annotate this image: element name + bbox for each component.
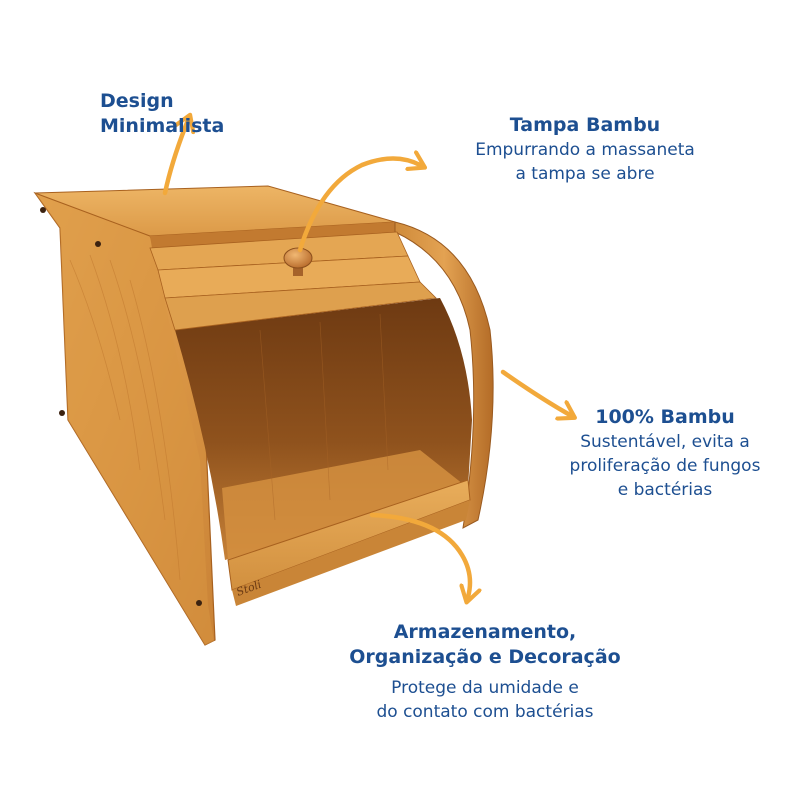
screw-dot xyxy=(59,410,65,416)
callout-tampa-line: Empurrando a massaneta xyxy=(475,140,695,160)
callout-tampa-line: a tampa se abre xyxy=(515,164,655,184)
front-lip-face xyxy=(232,500,470,606)
callout-bambu: 100% Bambu Sustentável, evita a prolifer… xyxy=(535,405,795,502)
arrow-tampa xyxy=(297,159,420,253)
screw-dot xyxy=(40,207,46,213)
callout-design: Design Minimalista xyxy=(100,89,300,139)
interior-floor xyxy=(222,450,468,560)
left-side-front-face xyxy=(35,193,214,645)
arrow-armazenamento xyxy=(369,512,470,597)
callout-armazenamento: Armazenamento, Organização e Decoração P… xyxy=(330,620,640,724)
arrow-design xyxy=(162,120,188,196)
callout-armazenamento-line: do contato com bactérias xyxy=(376,702,594,722)
callout-armazenamento-title: Organização e Decoração xyxy=(349,646,621,668)
callout-armazenamento-line: Protege da umidade e xyxy=(391,678,579,698)
roll-top-slat-3 xyxy=(164,281,437,331)
screw-dot xyxy=(95,241,101,247)
callout-tampa: Tampa Bambu Empurrando a massaneta a tam… xyxy=(440,113,730,186)
screw-dot xyxy=(196,600,202,606)
callout-bambu-line: proliferação de fungos xyxy=(569,456,761,476)
knob xyxy=(283,247,313,276)
interior-grain xyxy=(259,313,389,521)
callout-armazenamento-title: Armazenamento, xyxy=(393,621,577,643)
wood-grain-left xyxy=(69,254,181,581)
curved-side-panel xyxy=(394,221,494,529)
callout-bambu-title: 100% Bambu xyxy=(595,406,735,428)
callout-bambu-line: Sustentável, evita a xyxy=(580,432,750,452)
callout-design-title: Design Minimalista xyxy=(100,90,225,137)
top-panel-edge xyxy=(150,222,397,248)
arrow-bambu xyxy=(500,369,570,415)
callout-tampa-title: Tampa Bambu xyxy=(509,114,661,136)
callout-bambu-line: e bactérias xyxy=(617,480,713,500)
